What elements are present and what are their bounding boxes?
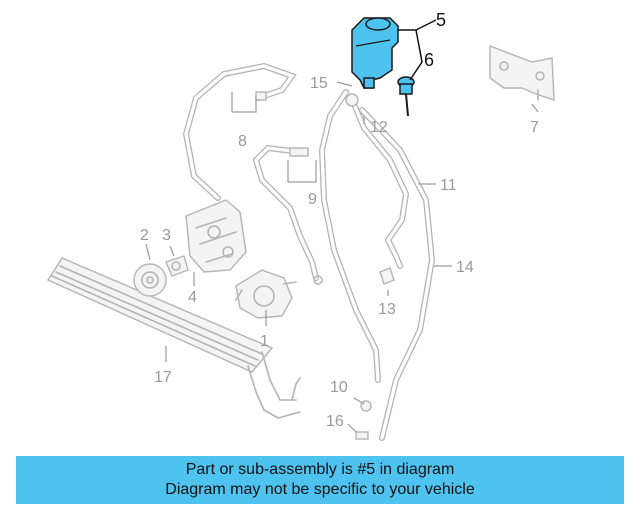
reservoir-part-5 <box>351 17 399 89</box>
cooler-part-17 <box>46 257 301 419</box>
callout-7: 7 <box>530 119 539 136</box>
bracket-part-7 <box>489 44 555 101</box>
callout-1: 1 <box>260 333 269 350</box>
banner-line-2: Diagram may not be specific to your vehi… <box>165 481 475 498</box>
callouts: 1 2 3 4 5 6 7 8 9 10 11 12 13 14 15 16 1… <box>140 10 539 430</box>
callout-12: 12 <box>370 119 388 136</box>
callout-3: 3 <box>162 227 171 244</box>
parts-diagram: 1 2 3 4 5 6 7 8 9 10 11 12 13 14 15 16 1… <box>46 10 555 441</box>
banner-line-1: Part or sub-assembly is #5 in diagram <box>185 461 455 478</box>
callout-17: 17 <box>154 369 172 386</box>
callout-16: 16 <box>326 413 344 430</box>
hose-part-14 <box>318 89 436 441</box>
clamp-part-12 <box>345 93 359 107</box>
pump-part-1 <box>235 269 297 319</box>
leader-lines <box>145 19 539 433</box>
pulley-part-2 <box>133 263 167 297</box>
callout-8: 8 <box>238 133 247 150</box>
callout-10: 10 <box>330 379 348 396</box>
callout-9: 9 <box>308 191 317 208</box>
callout-13: 13 <box>378 301 396 318</box>
info-banner: Part or sub-assembly is #5 in diagram Di… <box>16 456 624 504</box>
callout-2: 2 <box>140 227 149 244</box>
fitting-part-16 <box>355 431 369 440</box>
callout-6: 6 <box>424 50 434 70</box>
callout-5: 5 <box>436 10 446 30</box>
hose-part-9 <box>252 144 323 285</box>
callout-11: 11 <box>440 177 457 194</box>
hose-part-8 <box>182 62 297 201</box>
hose-part-11 <box>351 101 410 269</box>
bracket-part-4 <box>185 199 247 273</box>
callout-15: 15 <box>310 75 328 92</box>
cap-part-6 <box>397 76 415 117</box>
gasket-part-3 <box>165 255 189 277</box>
fitting-part-13 <box>379 267 395 285</box>
callout-14: 14 <box>456 259 474 276</box>
callout-4: 4 <box>188 289 197 306</box>
